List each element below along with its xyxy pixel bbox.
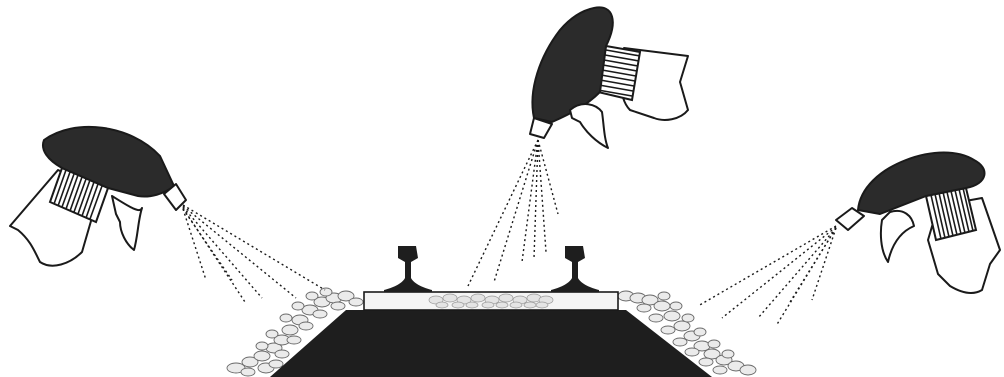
gun-body-center xyxy=(531,6,614,123)
cuff-left xyxy=(48,166,110,224)
rail-left-icon xyxy=(384,246,432,292)
nozzle-left xyxy=(163,183,187,211)
spray-gun-left-icon xyxy=(9,125,187,267)
gun-body-left xyxy=(42,125,175,198)
ballast-left xyxy=(226,287,364,377)
cuff-right xyxy=(924,186,978,242)
nozzle-center xyxy=(529,117,553,139)
trigger-center xyxy=(569,103,609,149)
spray-gun-right-icon xyxy=(835,151,1001,294)
ballast-right xyxy=(617,290,757,376)
rail-right-icon xyxy=(551,246,599,292)
spray-center xyxy=(467,139,559,287)
track-bed xyxy=(226,246,757,377)
trigger-left xyxy=(111,195,143,251)
embankment xyxy=(270,310,712,377)
nozzle-right xyxy=(835,207,865,231)
spray-gun-center-icon xyxy=(529,6,689,149)
cuff-center xyxy=(596,44,642,102)
trigger-right xyxy=(879,210,915,263)
ballast-center xyxy=(428,293,554,309)
spray-right xyxy=(697,225,837,327)
gun-body-right xyxy=(857,151,986,215)
spray-left xyxy=(182,204,326,303)
